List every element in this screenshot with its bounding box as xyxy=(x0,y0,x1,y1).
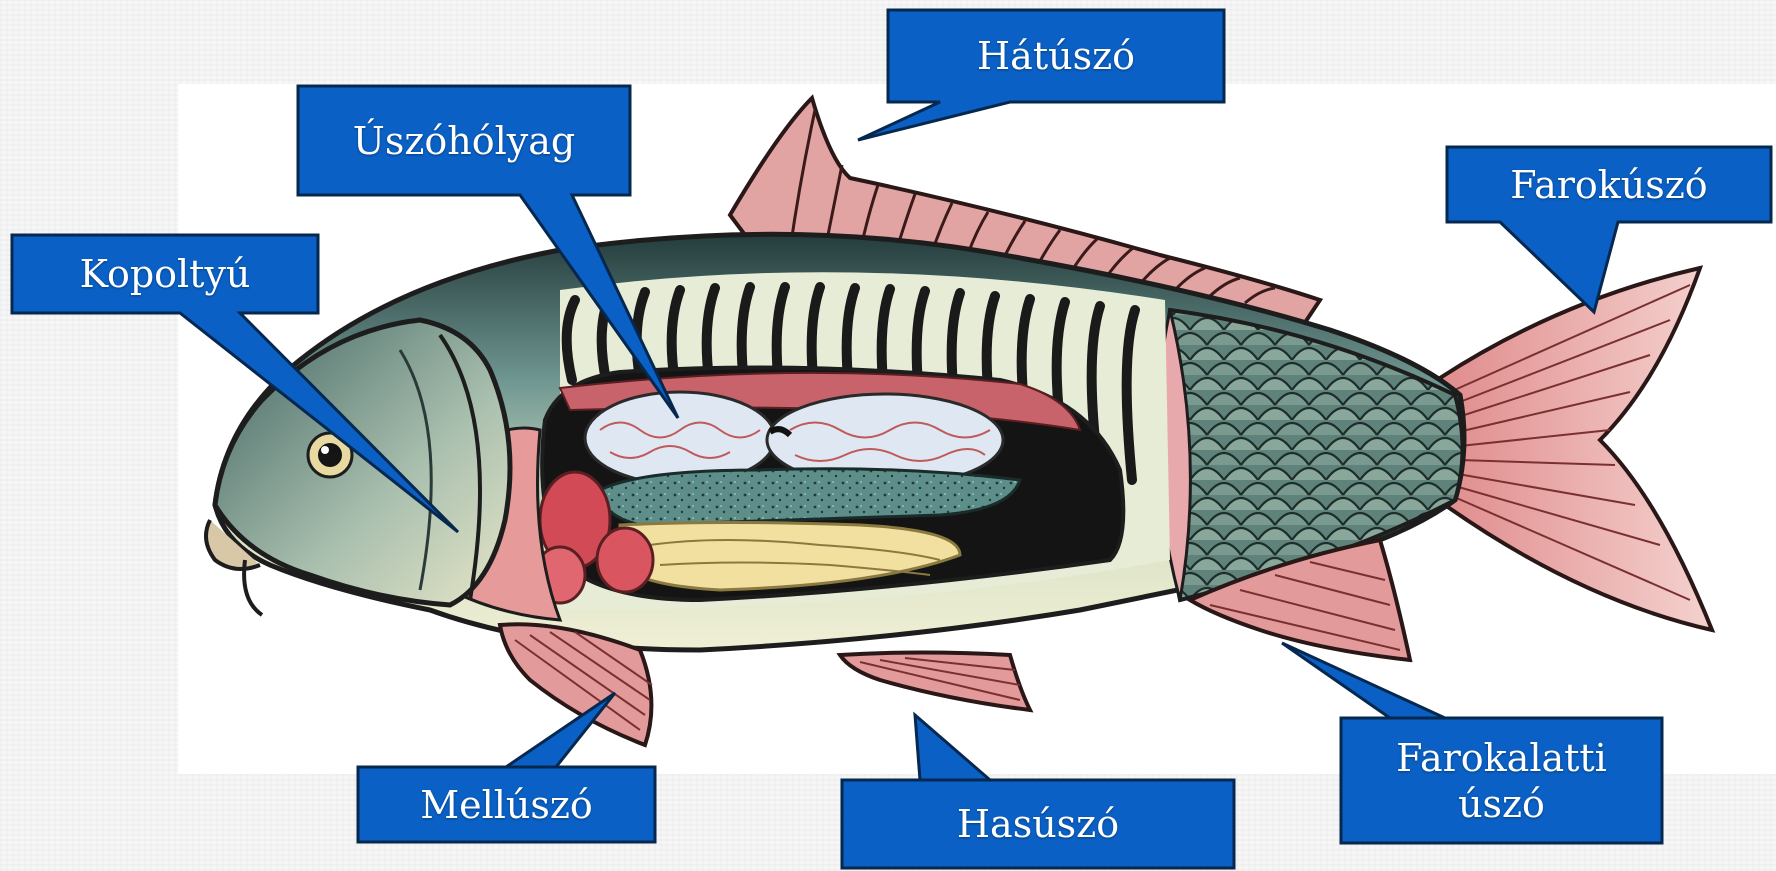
label-uszoholyag: Úszóhólyag xyxy=(298,86,630,195)
label-hatuszo: Hátúszó xyxy=(888,10,1224,102)
label-farokuszo: Farokúszó xyxy=(1447,147,1771,222)
pelvic-fin xyxy=(840,653,1030,711)
tail-fin xyxy=(1440,268,1712,630)
label-melluszo: Mellúszó xyxy=(358,767,655,842)
label-farokalatti: Farokalatti úszó xyxy=(1341,718,1662,843)
label-kopoltyu: Kopoltyú xyxy=(12,235,318,313)
label-farokalatti-line1: Farokalatti xyxy=(1396,735,1607,781)
label-hasuszo: Hasúszó xyxy=(842,780,1234,868)
label-farokalatti-line2: úszó xyxy=(1458,781,1545,827)
